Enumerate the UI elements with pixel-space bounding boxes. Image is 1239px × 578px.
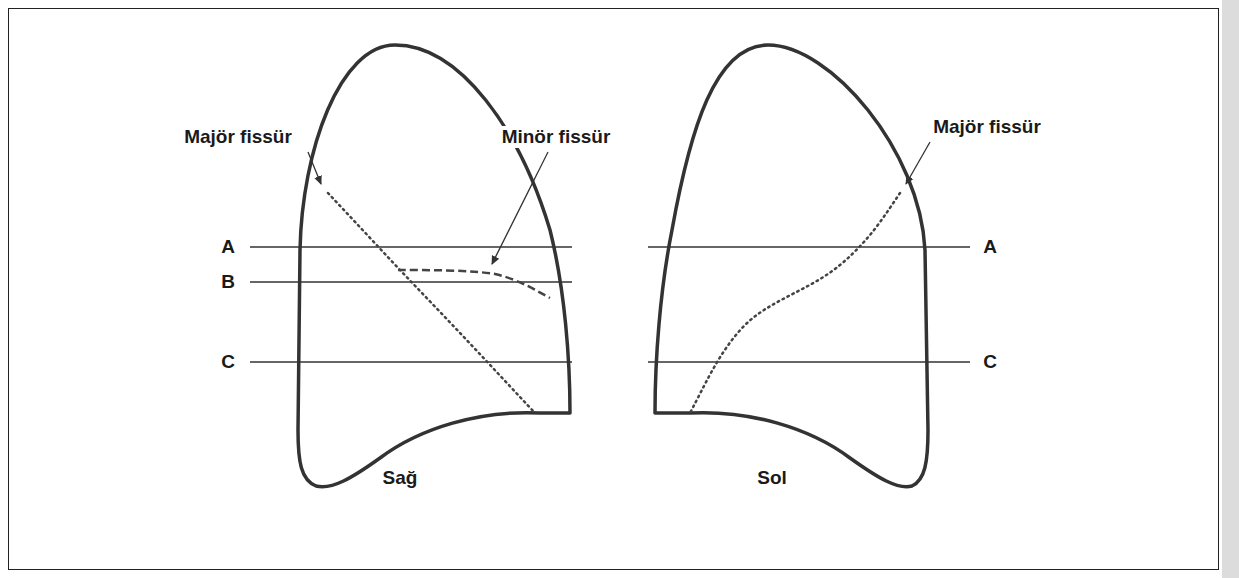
fissure-label: Majör fissür — [181, 126, 295, 148]
leader-arrow — [492, 152, 548, 264]
level-letter: A — [980, 236, 1000, 258]
left-lung-outline — [655, 45, 928, 487]
side-label: Sağ — [380, 467, 421, 489]
level-line — [250, 361, 572, 362]
right-lung-outline — [298, 45, 570, 487]
level-letter: A — [218, 236, 238, 258]
fissure-label: Minör fissür — [499, 126, 614, 148]
minor-fissure — [398, 270, 550, 298]
major-fissure — [328, 193, 535, 413]
leader-arrow — [308, 152, 321, 184]
level-line — [250, 246, 572, 247]
level-line — [648, 361, 970, 362]
side-label: Sol — [754, 467, 790, 489]
level-letter: C — [980, 351, 1000, 373]
level-letter: C — [218, 351, 238, 373]
scan-edge — [1222, 0, 1239, 578]
frame — [9, 9, 1219, 570]
level-letter: B — [218, 271, 238, 293]
level-line — [648, 246, 970, 247]
fissure-label: Majör fissür — [930, 116, 1044, 138]
major-fissure — [690, 193, 900, 413]
leader-arrow — [906, 142, 930, 184]
